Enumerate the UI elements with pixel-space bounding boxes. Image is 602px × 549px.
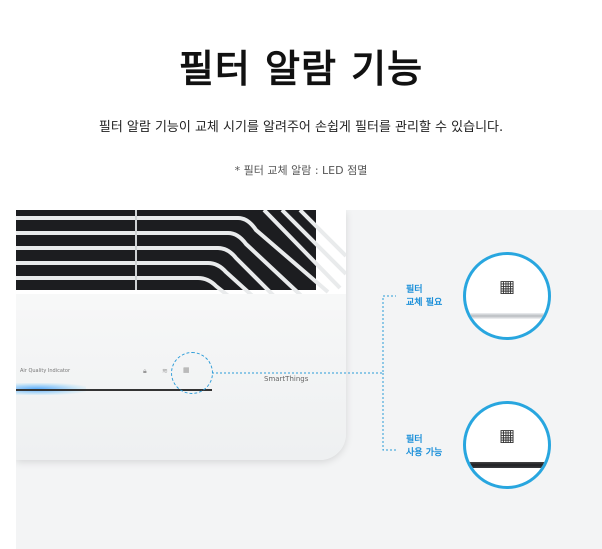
callout-replace-needed: 필터 교체 필요 [406,284,442,310]
indicator-light-strip [16,389,212,391]
callout-line2: 사용 가능 [406,448,443,458]
wifi-icon: ≋ [162,367,168,375]
light-strip-dark [466,462,548,468]
product-illustration: Air Quality Indicator 🔒︎ ≋ ▦ SmartThings… [16,210,602,549]
air-vent-grille [16,210,346,310]
callout-usable: 필터 사용 가능 [406,434,442,460]
callout-line1: 필터 [406,285,423,295]
air-purifier-body: Air Quality Indicator 🔒︎ ≋ ▦ SmartThings [16,210,346,460]
lock-icon: 🔒︎ [143,367,147,375]
callout-connector-lines [212,295,396,451]
filter-grid-icon: ▦ [499,426,516,446]
zoom-lens-replace-needed: ▦ [463,252,551,340]
air-quality-indicator-label: Air Quality Indicator [20,368,71,374]
feature-note: * 필터 교체 알람 : LED 점멸 [234,164,368,177]
zoom-lens-usable: ▦ [463,401,551,489]
callout-line1: 필터 [406,435,423,445]
feature-description: 필터 알람 기능이 교체 시기를 알려주어 손쉽게 필터를 관리할 수 있습니다… [98,120,504,135]
filter-grid-icon: ▦ [499,277,516,297]
page-title: 필터 알람 기능 [178,47,424,91]
light-strip-off [466,313,548,319]
brand-label: SmartThings [264,375,309,383]
callout-line2: 교체 필요 [406,298,443,308]
